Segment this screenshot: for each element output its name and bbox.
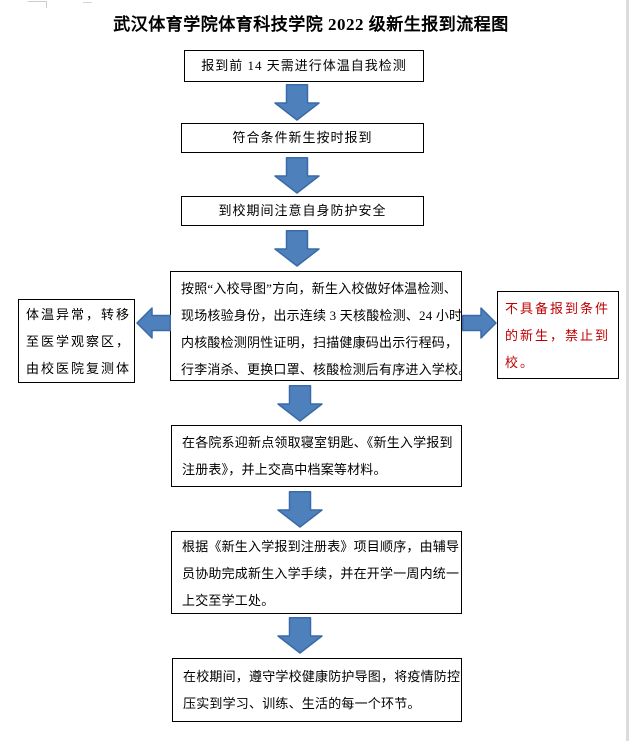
- flow-step-label: 到校期间注意自身防护安全: [218, 203, 387, 218]
- flow-step-line: 在校期间，遵守学校健康防护导图，将疫情防控: [183, 669, 461, 684]
- arrow-down-icon: [277, 491, 323, 528]
- side-box-line: 至医学观察区，: [26, 334, 132, 349]
- flow-step-on-campus-prevention: 在校期间，遵守学校健康防护导图，将疫情防控 压实到学习、训练、生活的每一个环节。: [172, 658, 462, 722]
- arrow-down-icon: [274, 157, 320, 194]
- arrow-down-icon: [277, 617, 323, 654]
- flow-step-line: 根据《新生入学报到注册表》项目顺序，由辅导: [182, 539, 460, 554]
- arrow-down-icon: [274, 84, 320, 121]
- flow-step-entry-procedure: 按照“入校导图”方向，新生入校做好体温检测、 现场核验身份，出示连续 3 天核酸…: [170, 271, 462, 381]
- flow-step-line: 上交至学工处。: [182, 593, 275, 608]
- arrow-down-icon: [274, 230, 320, 267]
- arrow-left-icon: [136, 307, 171, 339]
- flow-step-enrollment-procedure: 根据《新生入学报到注册表》项目顺序，由辅导 员协助完成新生入学手续，并在开学一周…: [171, 531, 462, 614]
- page-edge-divider: [626, 0, 629, 741]
- side-box-line: 的新生，禁止到: [505, 328, 611, 343]
- flow-step-line: 内核酸检测阴性证明，扫描健康码出示行程码，: [181, 335, 459, 350]
- side-box-abnormal-temperature: 体温异常，转移 至医学观察区， 由校医院复测体: [18, 299, 135, 383]
- flow-step-line: 行李消杀、更换口罩、核酸检测后有序进入学校。: [181, 362, 462, 377]
- side-box-line: 不具备报到条件: [505, 301, 611, 316]
- page-title: 武汉体育学院体育科技学院 2022 级新生报到流程图: [113, 15, 509, 34]
- flow-step-self-protection: 到校期间注意自身防护安全: [181, 196, 424, 226]
- flow-step-self-temperature-check: 报到前 14 天需进行体温自我检测: [184, 50, 424, 82]
- flow-step-line: 按照“入校导图”方向，新生入校做好体温检测、: [181, 281, 457, 296]
- flow-step-label: 符合条件新生按时报到: [232, 130, 373, 145]
- flow-step-line: 现场核验身份，出示连续 3 天核酸检测、24 小时: [181, 308, 462, 323]
- page-tick-mark: [83, 2, 92, 3]
- side-box-line: 由校医院复测体: [26, 361, 132, 376]
- flow-step-report-on-time: 符合条件新生按时报到: [181, 123, 424, 153]
- arrow-right-icon: [462, 307, 497, 339]
- flow-step-line: 在各院系迎新点领取寝室钥匙、《新生入学报到: [182, 435, 453, 450]
- flow-step-line: 压实到学习、训练、生活的每一个环节。: [183, 696, 421, 711]
- page-corner-mark: [28, 1, 47, 8]
- flow-step-line: 注册表》，并上交高中档案等材料。: [182, 462, 387, 477]
- flow-step-dorm-registration: 在各院系迎新点领取寝室钥匙、《新生入学报到 注册表》，并上交高中档案等材料。: [171, 425, 462, 487]
- arrow-down-icon: [277, 385, 323, 422]
- flow-step-line: 员协助完成新生入学手续，并在开学一周内统一: [182, 566, 460, 581]
- side-box-line: 校。: [505, 355, 536, 370]
- side-box-not-qualified-warning: 不具备报到条件 的新生，禁止到 校。: [497, 291, 619, 379]
- flow-step-label: 报到前 14 天需进行体温自我检测: [201, 58, 407, 73]
- side-box-line: 体温异常，转移: [26, 307, 132, 322]
